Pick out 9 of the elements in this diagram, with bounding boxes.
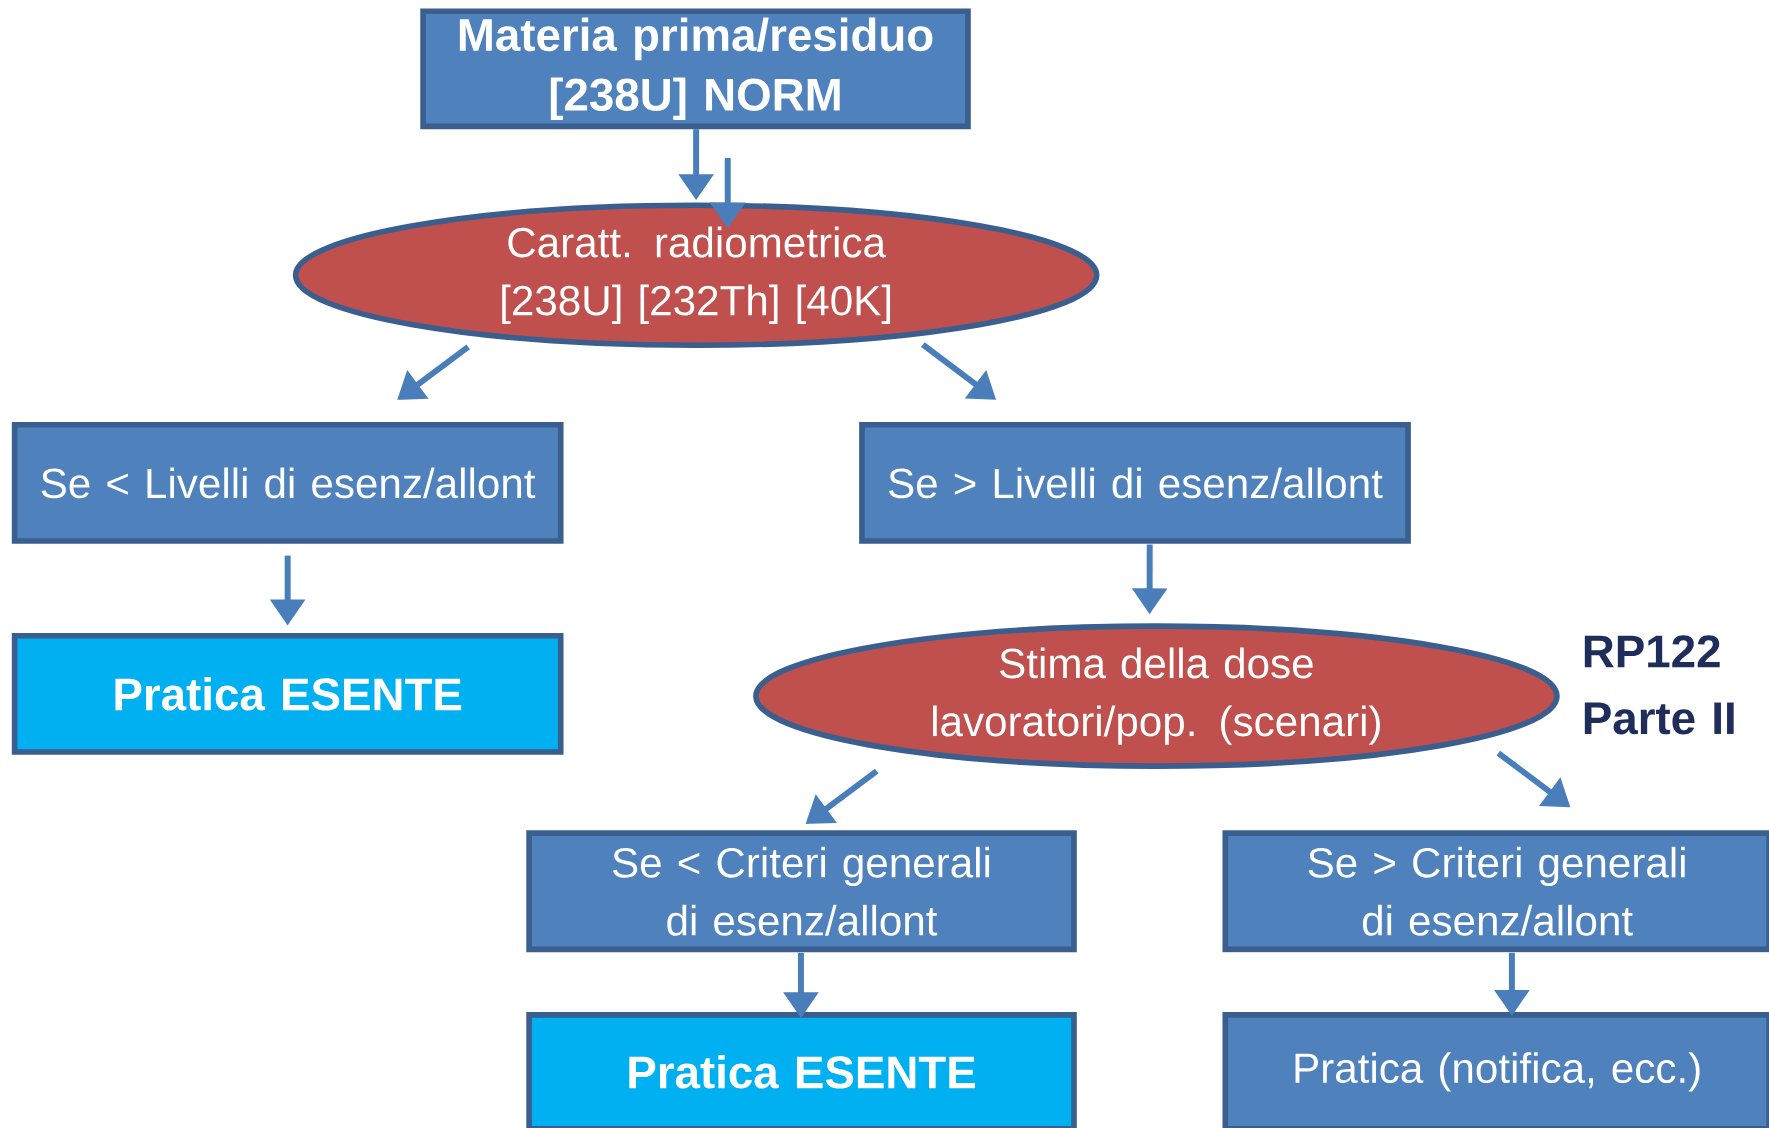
- process-box: Pratica (notifica, ecc.): [1222, 1011, 1769, 1128]
- process-box: Se < Livelli di esenz/allont: [11, 421, 564, 544]
- process-box: Pratica ESENTE: [11, 632, 564, 755]
- process-box: Se < Criteri generali di esenz/allont: [526, 830, 1077, 953]
- process-box: Materia prima/residuo [238U] NORM: [420, 8, 971, 130]
- process-box: Se > Livelli di esenz/allont: [859, 421, 1411, 544]
- process-box: Pratica ESENTE: [526, 1011, 1077, 1128]
- note-label: RP122 Parte II: [1584, 635, 1734, 735]
- process-box: Se > Criteri generali di esenz/allont: [1222, 830, 1769, 953]
